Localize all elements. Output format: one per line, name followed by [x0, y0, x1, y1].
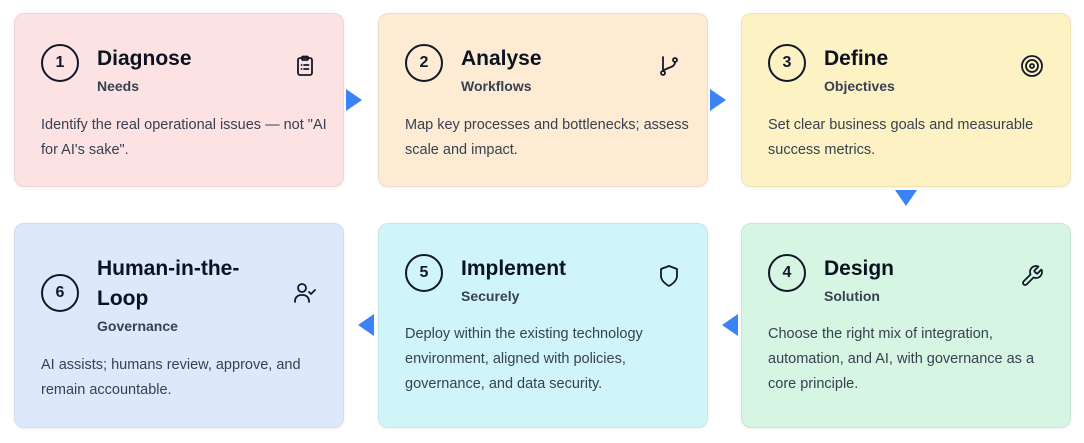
arrow-left-icon [722, 314, 738, 336]
step-title: Design Solution [824, 254, 994, 306]
git-branch-icon [657, 54, 681, 78]
step-title-text: Design [824, 257, 895, 280]
step-title-text: Implement [461, 257, 567, 280]
step-subtitle: Solution [824, 288, 880, 304]
step-number-badge: 2 [405, 44, 443, 82]
arrow-right-icon [710, 89, 726, 111]
step-title: Define Objectives [824, 44, 994, 96]
step-title-text: Human-in-the-Loop [97, 257, 240, 310]
user-check-icon [293, 281, 317, 305]
step-description: Deploy within the existing technology en… [405, 326, 643, 392]
step-subtitle: Securely [461, 288, 520, 304]
clipboard-icon [293, 54, 317, 78]
step-card-define: 3 Define Objectives Set clear business g… [741, 13, 1071, 187]
step-number-badge: 6 [41, 274, 79, 312]
step-title: Implement Securely [461, 254, 631, 306]
step-subtitle: Objectives [824, 78, 895, 94]
step-description: Choose the right mix of integration, aut… [768, 326, 1035, 392]
step-title-text: Define [824, 47, 889, 70]
step-title: Diagnose Needs [97, 44, 267, 96]
step-number-badge: 5 [405, 254, 443, 292]
step-description: Set clear business goals and measurable … [768, 117, 1034, 158]
step-description: Map key processes and bottlenecks; asses… [405, 117, 689, 158]
step-title: Human-in-the-Loop Governance [97, 254, 277, 336]
step-number-badge: 4 [768, 254, 806, 292]
wrench-icon [1020, 264, 1044, 288]
step-card-diagnose: 1 Diagnose Needs Identify the real opera… [14, 13, 344, 187]
step-number-badge: 3 [768, 44, 806, 82]
arrow-down-icon [895, 190, 917, 206]
shield-icon [657, 264, 681, 288]
step-subtitle: Workflows [461, 78, 532, 94]
step-title-text: Diagnose [97, 47, 192, 70]
step-card-analyse: 2 Analyse Workflows Map key processes an… [378, 13, 708, 187]
step-title-text: Analyse [461, 47, 542, 70]
step-subtitle: Governance [97, 318, 178, 334]
arrow-right-icon [346, 89, 362, 111]
step-subtitle: Needs [97, 78, 140, 94]
step-description: AI assists; humans review, approve, and … [41, 357, 301, 398]
target-icon [1020, 54, 1044, 78]
step-description: Identify the real operational issues — n… [41, 117, 327, 158]
arrow-left-icon [358, 314, 374, 336]
step-title: Analyse Workflows [461, 44, 631, 96]
step-card-human-in-the-loop: 6 Human-in-the-Loop Governance AI assist… [14, 223, 344, 428]
step-card-implement: 5 Implement Securely Deploy within the e… [378, 223, 708, 428]
step-card-design: 4 Design Solution Choose the right mix o… [741, 223, 1071, 428]
step-number-badge: 1 [41, 44, 79, 82]
